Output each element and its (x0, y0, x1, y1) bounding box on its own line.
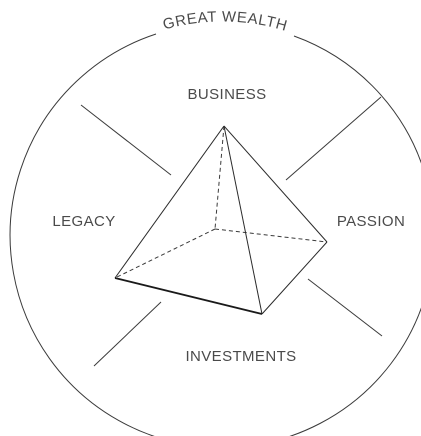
label-legacy: LEGACY (52, 213, 115, 230)
pyramid-hidden-edge-left (114, 228, 216, 279)
ray-lower-left (93, 301, 162, 367)
pyramid-edge-base-front (114, 277, 263, 315)
pyramid-edge-left (114, 125, 225, 279)
pyramid-hidden-edge-right (214, 228, 328, 243)
label-passion: PASSION (337, 213, 405, 230)
pyramid-edge-front (223, 125, 263, 315)
pyramid (114, 125, 328, 315)
label-investments: INVESTMENTS (185, 348, 296, 365)
pyramid-hidden-edge-apex (214, 125, 225, 230)
ray-upper-left (80, 104, 172, 176)
pyramid-edge-base-right (261, 241, 328, 315)
ray-upper-right (285, 96, 382, 181)
outer-circle (9, 33, 421, 436)
circle-title: GREAT WEALTH (161, 8, 289, 34)
pyramid-edge-right (223, 125, 328, 243)
circle-title-path: GREAT WEALTH (161, 8, 289, 34)
ray-lower-right (307, 278, 383, 337)
label-business: BUSINESS (187, 86, 266, 103)
